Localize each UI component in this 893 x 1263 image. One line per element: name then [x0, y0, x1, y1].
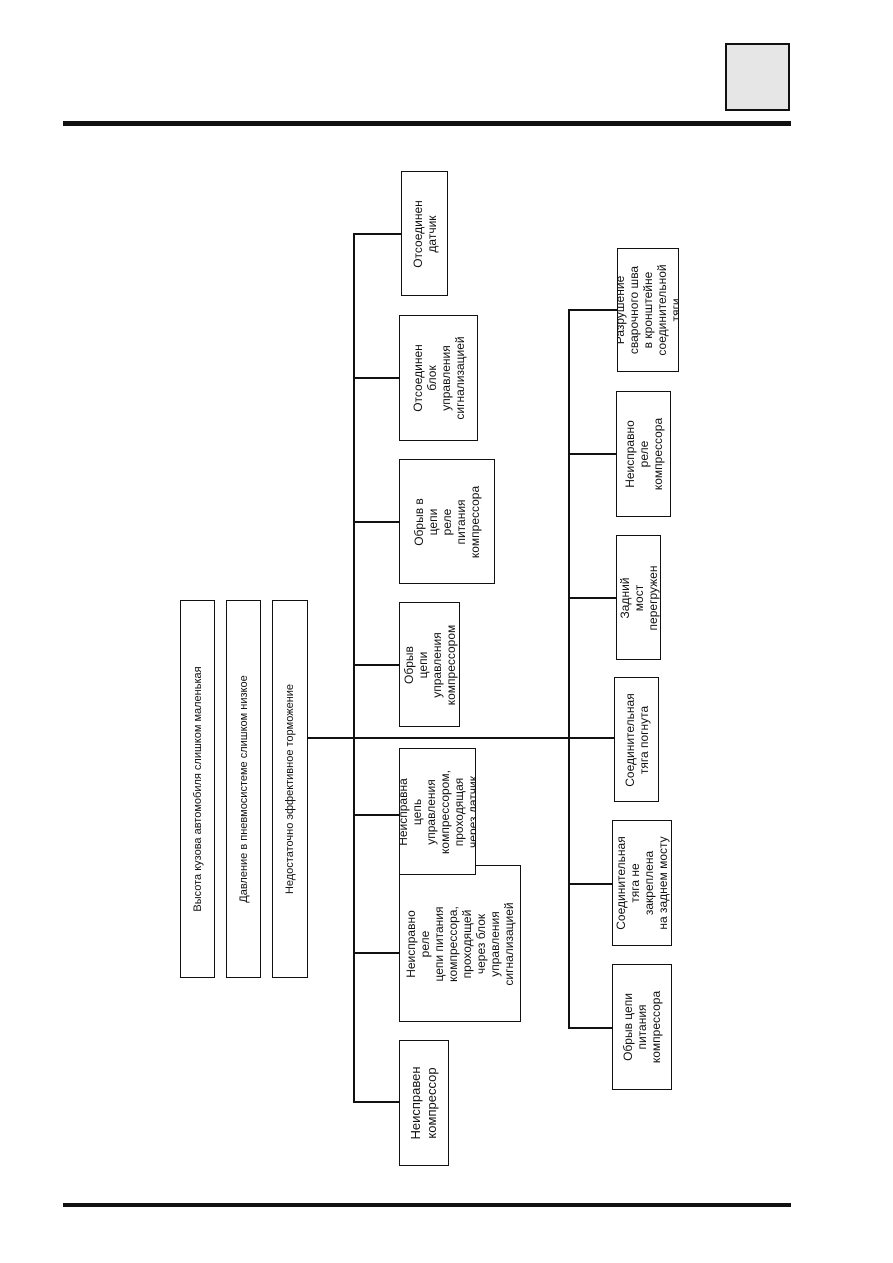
bottom-branch — [568, 1027, 616, 1029]
cause-label: Неисправна цепь управления компрессором,… — [399, 769, 476, 854]
top-branch — [353, 664, 399, 666]
main-connector — [308, 737, 614, 739]
top-branch — [353, 377, 399, 379]
cause-label: Неисправно реле цепи питания компрессора… — [404, 901, 516, 986]
cause-label: Разрушение сварочного шва в кронштейне с… — [617, 264, 679, 356]
cause-box: Отсоединен блок управления сигнализацией — [399, 315, 478, 441]
cause-box: Неисправно реле цепи питания компрессора… — [399, 865, 521, 1022]
cause-box: Неисправно реле компрессора — [616, 391, 671, 517]
cause-label: Соединительная тяга не закреплена на зад… — [614, 836, 670, 930]
cause-box: Отсоединен датчик — [401, 171, 448, 296]
footer-rule — [63, 1203, 791, 1207]
cause-label: Неисправно реле компрессора — [622, 417, 665, 491]
cause-label: Задний мост перегружен — [617, 565, 660, 630]
cause-box: Обрыв цепи питания компрессора — [612, 964, 672, 1090]
top-branch — [353, 233, 401, 235]
cause-box: Соединительная тяга не закреплена на зад… — [612, 820, 672, 946]
top-bus — [353, 233, 355, 1102]
symptom-box: Недостаточно эффективное торможение — [272, 600, 308, 978]
bottom-bus — [568, 309, 570, 1028]
top-branch — [353, 952, 399, 954]
cause-label: Отсоединен блок управления сигнализацией — [410, 336, 467, 420]
bottom-branch — [568, 883, 616, 885]
cause-box: Соединительная тяга погнута — [614, 677, 659, 802]
cause-label: Неисправен компрессор — [408, 1066, 439, 1140]
page-tab-marker — [725, 43, 790, 111]
cause-box: Неисправна цепь управления компрессором,… — [399, 748, 476, 875]
symptom-label: Высота кузова автомобиля слишком маленьк… — [191, 666, 204, 912]
top-branch — [353, 814, 399, 816]
symptom-label: Давление в пневмосистеме слишком низкое — [237, 675, 250, 903]
bottom-branch — [568, 597, 616, 599]
cause-box: Обрыв цепи управления компрессором — [399, 602, 460, 727]
symptom-box: Высота кузова автомобиля слишком маленьк… — [180, 600, 215, 978]
cause-label: Обрыв в цепи реле питания компрессора — [412, 485, 482, 558]
top-branch — [353, 521, 399, 523]
symptom-box: Давление в пневмосистеме слишком низкое — [226, 600, 261, 978]
bottom-branch — [568, 309, 617, 311]
cause-label: Соединительная тяга погнута — [622, 692, 651, 787]
cause-label: Обрыв цепи управления компрессором — [401, 624, 458, 705]
bottom-branch — [568, 453, 616, 455]
cause-box: Неисправен компрессор — [399, 1040, 449, 1166]
cause-box: Задний мост перегружен — [616, 535, 661, 660]
cause-label: Отсоединен датчик — [410, 199, 439, 268]
cause-box: Обрыв в цепи реле питания компрессора — [399, 459, 495, 584]
top-branch — [353, 1101, 399, 1103]
cause-box: Разрушение сварочного шва в кронштейне с… — [617, 248, 679, 372]
cause-label: Обрыв цепи питания компрессора — [621, 990, 663, 1064]
header-rule — [63, 121, 791, 126]
symptom-label: Недостаточно эффективное торможение — [284, 683, 296, 895]
